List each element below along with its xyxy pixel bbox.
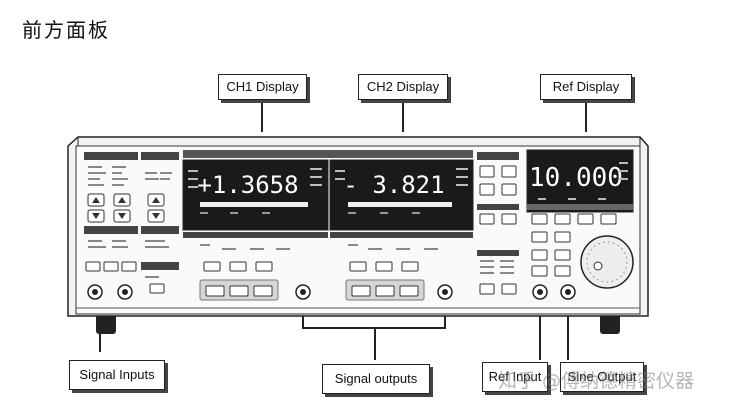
ch1-readout: +1.3658 (197, 171, 298, 199)
page-title: 前方面板 (22, 18, 110, 42)
ch2-display-label: CH2 Display (358, 74, 448, 100)
ref-input-label: Ref Input (482, 362, 548, 392)
trace-header (141, 152, 179, 160)
ch2-display (329, 159, 474, 231)
ch2-bargraph (348, 202, 452, 207)
middle-column (477, 152, 519, 295)
input-header (84, 226, 138, 234)
ch1-display-label: CH1 Display (218, 74, 307, 100)
right-foot (600, 314, 620, 334)
left-foot (96, 314, 116, 334)
watermark: 知乎 @傅纳德精密仪器 (498, 370, 695, 392)
display-banner (183, 150, 473, 158)
left-header (84, 152, 138, 160)
ch1-display (182, 159, 329, 231)
ch1-bargraph (200, 202, 308, 207)
sine-output-label: Sine Output (560, 362, 644, 392)
spin-knob (580, 235, 634, 289)
ref-display-label: Ref Display (540, 74, 632, 100)
signal-inputs-label: Signal Inputs (69, 360, 165, 390)
ref-display (526, 149, 634, 213)
ref-readout: 10.000 (529, 163, 623, 193)
left-panel (84, 152, 179, 300)
signal-outputs-label: Signal outputs (322, 364, 430, 394)
ch2-readout: - 3.821 (343, 171, 444, 199)
